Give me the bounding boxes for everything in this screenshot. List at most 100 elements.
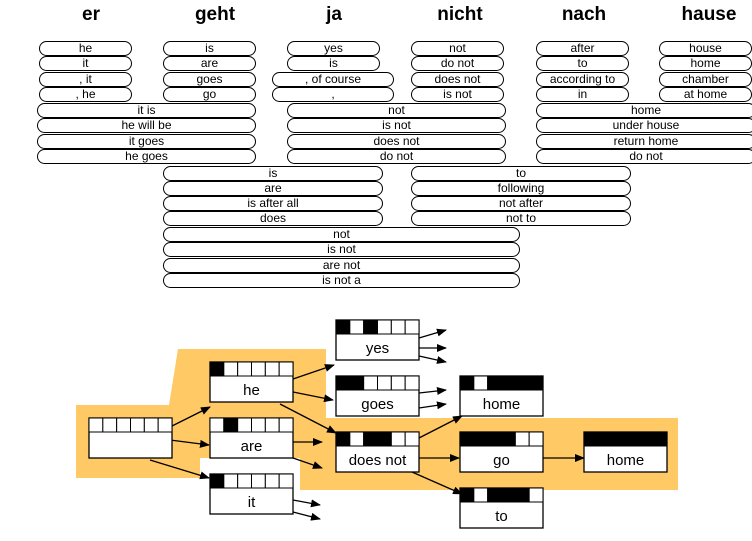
coverage-cell (209, 361, 225, 377)
translation-option: is not (411, 87, 504, 102)
translation-option: are not (163, 258, 520, 273)
coverage-cell (349, 431, 365, 447)
coverage-cell (404, 375, 420, 391)
hypothesis-node-to: to (459, 487, 544, 529)
hypothesis-label: goes (361, 396, 394, 413)
translation-option: according to (536, 72, 629, 87)
coverage-cell (264, 473, 280, 489)
coverage-cell (335, 319, 351, 335)
translation-option: do not (411, 56, 504, 71)
translation-option: , he (39, 87, 132, 102)
coverage-cell (223, 473, 239, 489)
coverage-cell (583, 431, 599, 447)
coverage-cell (611, 431, 627, 447)
coverage-cell (487, 487, 502, 503)
translation-option: is (163, 166, 383, 181)
coverage-cell (116, 417, 131, 433)
translation-option: , (272, 87, 394, 102)
edge-arrow (169, 439, 210, 448)
coverage-cell (390, 375, 406, 391)
coverage-cell (459, 431, 475, 447)
hypothesis-node-does-not: does not (335, 431, 420, 473)
coverage-cell (501, 375, 516, 391)
coverage-cell (223, 361, 239, 377)
translation-option: is not (163, 242, 520, 257)
translation-option: not after (411, 196, 631, 211)
translation-option: he goes (37, 149, 256, 164)
translation-option: he (39, 41, 132, 56)
translation-option: not (411, 41, 504, 56)
edge-arrow (292, 457, 323, 469)
coverage-cell (349, 319, 365, 335)
hypothesis-node-goes: goes (335, 375, 420, 417)
translation-option: does not (411, 72, 504, 87)
coverage-cell (209, 417, 225, 433)
source-word-nach: nach (561, 4, 607, 25)
translation-option: is (287, 56, 380, 71)
edge-arrow (411, 471, 463, 495)
coverage-cell (251, 417, 266, 433)
edge-arrow (418, 401, 447, 410)
coverage-cell (473, 375, 489, 391)
hypothesis-label: go (493, 452, 510, 469)
coverage-cell (278, 361, 294, 377)
translation-option: in (536, 87, 629, 102)
coverage-cell (638, 431, 654, 447)
coverage-cell (390, 319, 406, 335)
coverage-cell (652, 431, 668, 447)
coverage-cell (363, 319, 378, 335)
coverage-cell (487, 431, 502, 447)
coverage-cell (363, 375, 378, 391)
translation-option: house (659, 41, 752, 56)
translation-option: is after all (163, 196, 383, 211)
translation-option: to (411, 166, 631, 181)
hypothesis-label: does not (349, 452, 407, 469)
source-word-hause: hause (681, 4, 737, 25)
translation-option: goes (163, 72, 256, 87)
translation-option: at home (659, 87, 752, 102)
coverage-cell (514, 431, 530, 447)
translation-option: return home (536, 134, 752, 149)
lattice-edges (149, 328, 585, 521)
translation-option: not (163, 227, 520, 242)
translation-option: it is (37, 103, 256, 118)
coverage-cell (130, 417, 145, 433)
coverage-cell (251, 473, 266, 489)
translation-option: not (287, 103, 506, 118)
translation-option: is (163, 41, 256, 56)
hypothesis-node-go: go (459, 431, 544, 473)
coverage-cell (528, 375, 544, 391)
hypothesis-label: to (495, 508, 508, 525)
translation-option: , it (39, 72, 132, 87)
translation-option: is not (287, 118, 506, 133)
hypothesis-node-it: it (209, 473, 294, 515)
coverage-cell (377, 431, 392, 447)
edge-arrow (292, 364, 335, 380)
coverage-cell (88, 417, 104, 433)
coverage-cell (528, 431, 544, 447)
hypothesis-node-yes: yes (335, 319, 420, 361)
coverage-cell (473, 487, 489, 503)
edge-arrow (279, 403, 337, 434)
hypothesis-node-home-final: home (583, 431, 668, 473)
coverage-cell (377, 375, 392, 391)
edge-arrow (292, 499, 321, 508)
translation-option: following (411, 181, 631, 196)
coverage-cell (528, 487, 544, 503)
edge-arrow (418, 387, 447, 395)
coverage-cell (377, 319, 392, 335)
edge-arrow (418, 355, 447, 364)
translation-option: under house (536, 118, 752, 133)
coverage-cell (514, 375, 530, 391)
edge-arrow (292, 511, 321, 521)
edge-arrow (292, 391, 334, 403)
coverage-cell (278, 417, 294, 433)
coverage-cell (487, 375, 502, 391)
edge-arrow (149, 459, 210, 480)
coverage-cell (459, 487, 475, 503)
translation-option: it (39, 56, 132, 71)
coverage-cell (459, 375, 475, 391)
hypothesis-node-are: are (209, 417, 294, 459)
translation-option: yes (287, 41, 380, 56)
